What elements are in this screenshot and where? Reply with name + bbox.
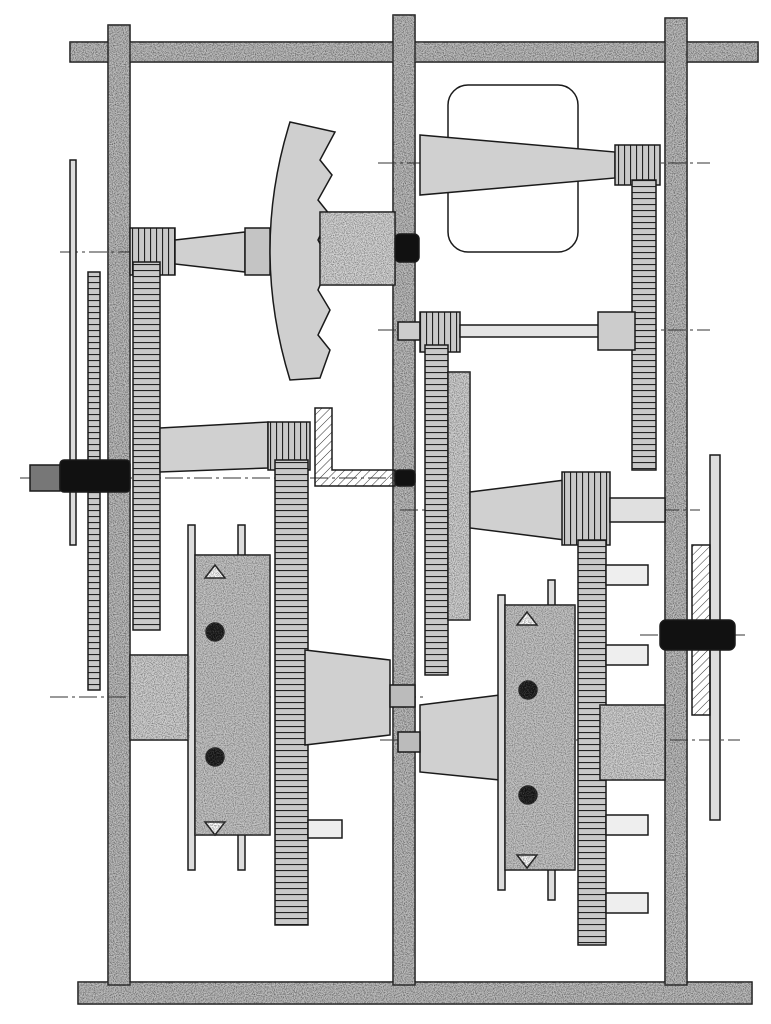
right-nut [659,619,736,651]
right-barrel-disk-a [497,594,506,891]
mid-collar-right [597,311,636,351]
lower-pinion [561,471,611,546]
pin [605,814,649,836]
middle-arbor-cone [159,421,269,473]
left-nut [59,459,131,493]
upper-wheel [132,261,161,631]
fly-pinion [614,144,661,186]
upper-collar [244,227,271,276]
left-barrel-cone [304,649,391,746]
fly-wheel [631,179,657,471]
middle-wheel [274,459,309,926]
left-dial-disk [69,159,77,546]
crank-bearing [394,469,416,487]
right-barrel-collar [397,731,421,753]
stipple-overlay [130,212,665,870]
mid-collar [397,321,421,341]
crank-arm [314,407,396,487]
lower-arbor-cone [469,479,566,541]
right-barrel-cone [419,694,501,781]
upper-bearing [394,233,420,263]
upper-arbor-cone [174,231,246,273]
fly-arbor-cone [419,134,616,196]
lower-shaft [609,497,666,523]
mid-shaft [459,324,601,338]
left-pin [307,819,343,839]
pin [605,564,649,586]
left-barrel-collar [389,684,416,708]
pin [605,892,649,914]
winding-square [29,464,61,492]
pin [605,644,649,666]
mid-wheel [424,344,449,676]
